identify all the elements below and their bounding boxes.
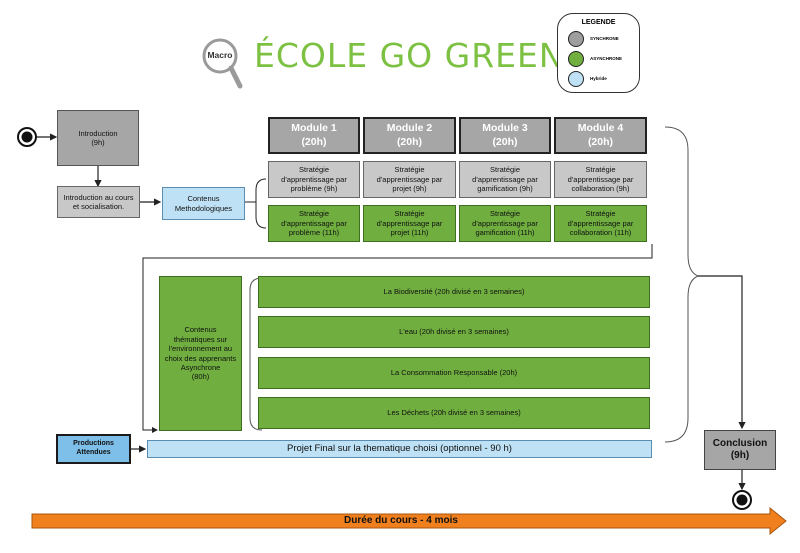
legend-title: LEGENDE bbox=[581, 19, 616, 26]
theme-biodiversite: La Biodiversité (20h divisé en 3 semaine… bbox=[258, 276, 650, 308]
legend-label: ASYNCHRONE bbox=[590, 56, 623, 61]
module-2-header: Module 2 (20h) bbox=[363, 117, 456, 154]
start-node bbox=[17, 127, 37, 147]
end-node bbox=[732, 490, 752, 510]
contenus-thematiques-box: Contenus thématiques sur l'environnement… bbox=[159, 276, 242, 431]
module-1-sync: Stratégie d'apprentissage par problème (… bbox=[268, 161, 360, 198]
contenus-methodologiques-box: Contenus Methodologiques bbox=[162, 187, 245, 220]
intro-cours-box: Introduction au cours et socialisation. bbox=[57, 186, 140, 218]
page-title: ÉCOLE GO GREEN bbox=[254, 36, 565, 75]
productions-attendues-box: Productions Attendues bbox=[56, 434, 131, 464]
module-3-sync: Stratégie d'apprentissage par gamificati… bbox=[459, 161, 551, 198]
theme-eau: L'eau (20h divisé en 3 semaines) bbox=[258, 316, 650, 348]
module-1-header: Module 1 (20h) bbox=[268, 117, 360, 154]
theme-consommation: La Consommation Responsable (20h) bbox=[258, 357, 650, 389]
conclusion-box: Conclusion (9h) bbox=[704, 430, 776, 470]
module-4-sync: Stratégie d'apprentissage par collaborat… bbox=[554, 161, 647, 198]
macro-label: Macro bbox=[207, 50, 233, 60]
introduction-box: Introduction (9h) bbox=[57, 110, 139, 166]
timeline-arrow bbox=[31, 506, 787, 536]
legend-swatch bbox=[568, 71, 584, 87]
module-1-async: Stratégie d'apprentissage par problème (… bbox=[268, 205, 360, 242]
legend-swatch bbox=[568, 51, 584, 67]
legend-label: Hybride bbox=[590, 76, 607, 81]
legend-label: SYNCHRONE bbox=[590, 36, 619, 41]
module-4-header: Module 4 (20h) bbox=[554, 117, 647, 154]
legend-item-hybride: Hybride bbox=[568, 71, 638, 87]
module-3-async: Stratégie d'apprentissage par gamificati… bbox=[459, 205, 551, 242]
projet-final-box: Projet Final sur la thematique choisi (o… bbox=[147, 440, 652, 458]
module-4-async: Stratégie d'apprentissage par collaborat… bbox=[554, 205, 647, 242]
legend-item-synchrone: SYNCHRONE bbox=[568, 31, 638, 47]
module-2-sync: Stratégie d'apprentissage par projet (9h… bbox=[363, 161, 456, 198]
legend-item-asynchrone: ASYNCHRONE bbox=[568, 51, 638, 67]
legend-swatch bbox=[568, 31, 584, 47]
legend: LEGENDE SYNCHRONE ASYNCHRONE Hybride bbox=[557, 13, 640, 93]
module-3-header: Module 3 (20h) bbox=[459, 117, 551, 154]
timeline-label: Durée du cours - 4 mois bbox=[344, 515, 458, 526]
magnifier-icon bbox=[202, 38, 243, 89]
theme-dechets: Les Déchets (20h divisé en 3 semaines) bbox=[258, 397, 650, 429]
module-2-async: Stratégie d'apprentissage par projet (11… bbox=[363, 205, 456, 242]
